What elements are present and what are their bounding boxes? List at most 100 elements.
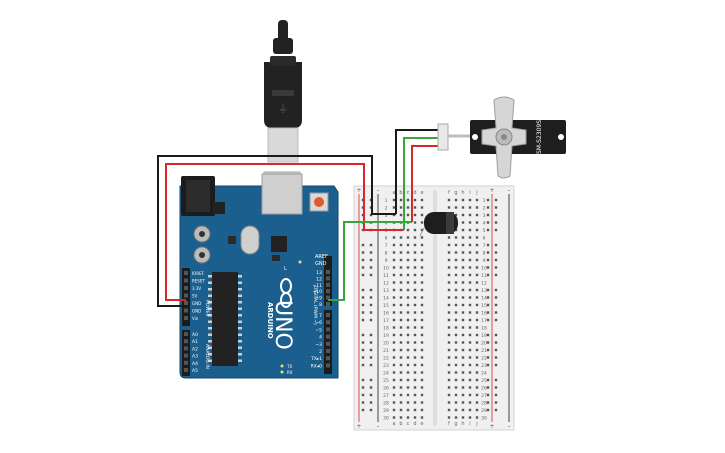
power-pin[interactable] bbox=[184, 286, 188, 290]
row-number: 20 bbox=[383, 341, 389, 347]
row-number: 1 bbox=[483, 198, 486, 204]
power-pin[interactable] bbox=[184, 301, 188, 305]
analog-pin-label: A0 bbox=[192, 332, 198, 338]
digital-pin[interactable] bbox=[326, 341, 330, 346]
row-number: 14 bbox=[383, 296, 389, 302]
wires bbox=[157, 129, 440, 307]
row-number: 3 bbox=[385, 213, 388, 219]
row-number: 13 bbox=[383, 288, 389, 294]
digital-pin[interactable] bbox=[326, 313, 330, 317]
digital-header-high bbox=[324, 256, 332, 306]
row-number: 22 bbox=[383, 356, 389, 362]
digital-section-label: DIGITAL (PWM ~) bbox=[312, 286, 318, 325]
power-pin[interactable] bbox=[184, 308, 188, 313]
digital-pin-label: ~9 bbox=[315, 296, 322, 302]
row-number: 24 bbox=[383, 371, 389, 377]
row-number: 2 bbox=[483, 206, 486, 212]
wire-gnd-black[interactable] bbox=[157, 155, 396, 307]
digital-pin[interactable] bbox=[326, 302, 330, 306]
power-pin[interactable] bbox=[184, 278, 188, 283]
column-letter: d bbox=[413, 421, 416, 427]
wire-signal-green[interactable] bbox=[328, 221, 412, 301]
power-pin[interactable] bbox=[184, 316, 188, 320]
power-pin-label: Vin bbox=[192, 316, 199, 321]
column-letter: b bbox=[399, 190, 402, 196]
power-pin-label: GND bbox=[192, 309, 201, 314]
row-number: 18 bbox=[481, 326, 487, 332]
analog-pin-label: A1 bbox=[192, 339, 198, 345]
analog-pin-label: A4 bbox=[192, 361, 198, 367]
servo-wire-red[interactable] bbox=[411, 145, 440, 222]
row-number: 17 bbox=[383, 318, 389, 324]
row-number: 18 bbox=[383, 326, 389, 332]
power-pin[interactable] bbox=[184, 293, 188, 298]
analog-pin[interactable] bbox=[184, 353, 188, 358]
servo-wire-green[interactable] bbox=[403, 137, 440, 230]
digital-pin[interactable] bbox=[326, 349, 330, 353]
digital-pin[interactable] bbox=[326, 276, 330, 281]
analog-pin[interactable] bbox=[184, 368, 188, 372]
arduino-logo bbox=[280, 278, 292, 308]
column-letter: e bbox=[420, 190, 423, 196]
column-letter: i bbox=[469, 421, 470, 427]
row-number: 19 bbox=[383, 333, 389, 339]
column-letter: j bbox=[475, 190, 477, 196]
row-number: 10 bbox=[383, 266, 389, 272]
rail-plus-top-right: + bbox=[489, 187, 494, 194]
row-number: 19 bbox=[481, 333, 487, 339]
row-number: 9 bbox=[385, 258, 388, 264]
digital-pin-label: RX◂0 bbox=[311, 363, 322, 369]
row-number: 3 bbox=[483, 213, 486, 219]
tx-label: TX bbox=[286, 364, 292, 369]
wire-5v-red[interactable] bbox=[165, 163, 404, 301]
row-number: 11 bbox=[383, 273, 389, 279]
row-number: 6 bbox=[385, 236, 388, 242]
analog-header bbox=[182, 330, 190, 376]
digital-pin[interactable] bbox=[326, 327, 330, 332]
breadboard-center-channel bbox=[433, 190, 437, 426]
digital-pin[interactable] bbox=[326, 270, 330, 274]
analog-pin[interactable] bbox=[184, 332, 188, 336]
row-number: 30 bbox=[481, 416, 487, 422]
servo-connector bbox=[437, 123, 449, 151]
digital-pin[interactable] bbox=[326, 289, 330, 294]
rail-plus-bottom-left: + bbox=[356, 423, 361, 430]
digital-pin[interactable] bbox=[326, 363, 330, 368]
column-letter: j bbox=[475, 421, 477, 427]
digital-pin-label: ~10 bbox=[313, 289, 323, 295]
analog-pin[interactable] bbox=[184, 339, 188, 344]
row-number: 14 bbox=[481, 296, 487, 302]
row-number: 20 bbox=[481, 341, 487, 347]
digital-pin[interactable] bbox=[326, 356, 330, 361]
analog-section-label: ANALOG IN bbox=[204, 344, 210, 369]
power-pin-label: 3.3V bbox=[192, 286, 201, 291]
row-number: 8 bbox=[483, 251, 486, 257]
row-number: 28 bbox=[383, 401, 389, 407]
digital-pin[interactable] bbox=[326, 320, 330, 325]
digital-pin[interactable] bbox=[326, 334, 330, 339]
atmega-chip bbox=[212, 272, 238, 366]
power-pin[interactable] bbox=[184, 271, 188, 275]
row-number: 8 bbox=[385, 251, 388, 257]
rail-plus-bottom-right: + bbox=[489, 423, 494, 430]
column-letter: a bbox=[392, 421, 395, 427]
rail-minus-bottom-left: - bbox=[377, 423, 379, 430]
analog-pin[interactable] bbox=[184, 360, 188, 365]
servo-wire-black[interactable] bbox=[395, 129, 440, 214]
row-number: 9 bbox=[483, 258, 486, 264]
column-letter: e bbox=[420, 421, 423, 427]
power-pin-label: GND bbox=[192, 301, 201, 306]
digital-pin[interactable] bbox=[326, 282, 330, 287]
servo-motor[interactable]: SM-S2309S bbox=[437, 96, 566, 179]
column-letter: g bbox=[454, 421, 457, 427]
row-number: 11 bbox=[481, 273, 487, 279]
row-number: 6 bbox=[483, 236, 486, 242]
row-number: 15 bbox=[481, 303, 487, 309]
row-number: 16 bbox=[481, 311, 487, 317]
digital-pin[interactable] bbox=[326, 295, 330, 300]
electrolytic-capacitor[interactable] bbox=[419, 212, 458, 237]
row-number: 25 bbox=[383, 378, 389, 384]
analog-pin[interactable] bbox=[184, 346, 188, 351]
